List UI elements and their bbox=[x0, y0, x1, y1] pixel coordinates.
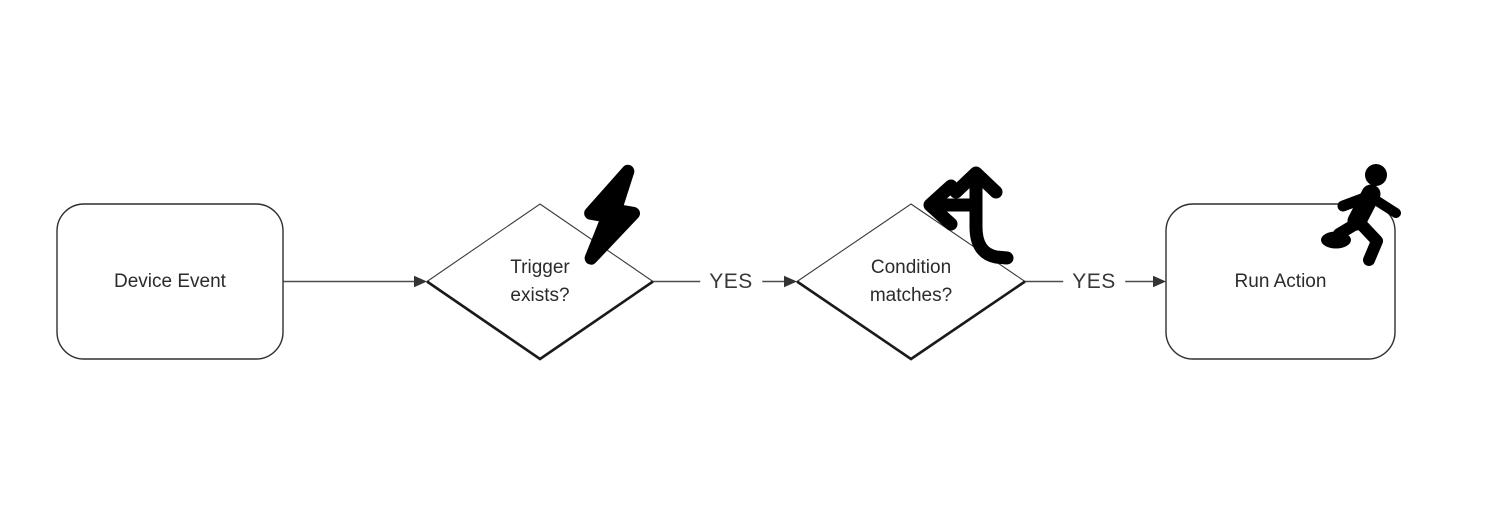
arrowhead-icon bbox=[784, 275, 797, 288]
diamond-shape bbox=[796, 203, 1026, 360]
arrowhead-icon bbox=[414, 275, 427, 288]
diamond-shadow-edge bbox=[796, 280, 1026, 361]
bolt-icon bbox=[584, 164, 640, 265]
split-arrows-icon bbox=[923, 166, 1014, 265]
edge-trigger-to-condition bbox=[653, 275, 797, 288]
diamond-shadow-edge bbox=[426, 280, 654, 361]
node-device-event bbox=[56, 203, 284, 360]
edge-condition-to-action bbox=[1025, 275, 1166, 288]
person-running-icon bbox=[1321, 164, 1401, 266]
arrowhead-icon bbox=[1153, 275, 1166, 288]
edge-device-event-to-trigger bbox=[283, 275, 427, 288]
node-condition-matches bbox=[796, 203, 1026, 361]
